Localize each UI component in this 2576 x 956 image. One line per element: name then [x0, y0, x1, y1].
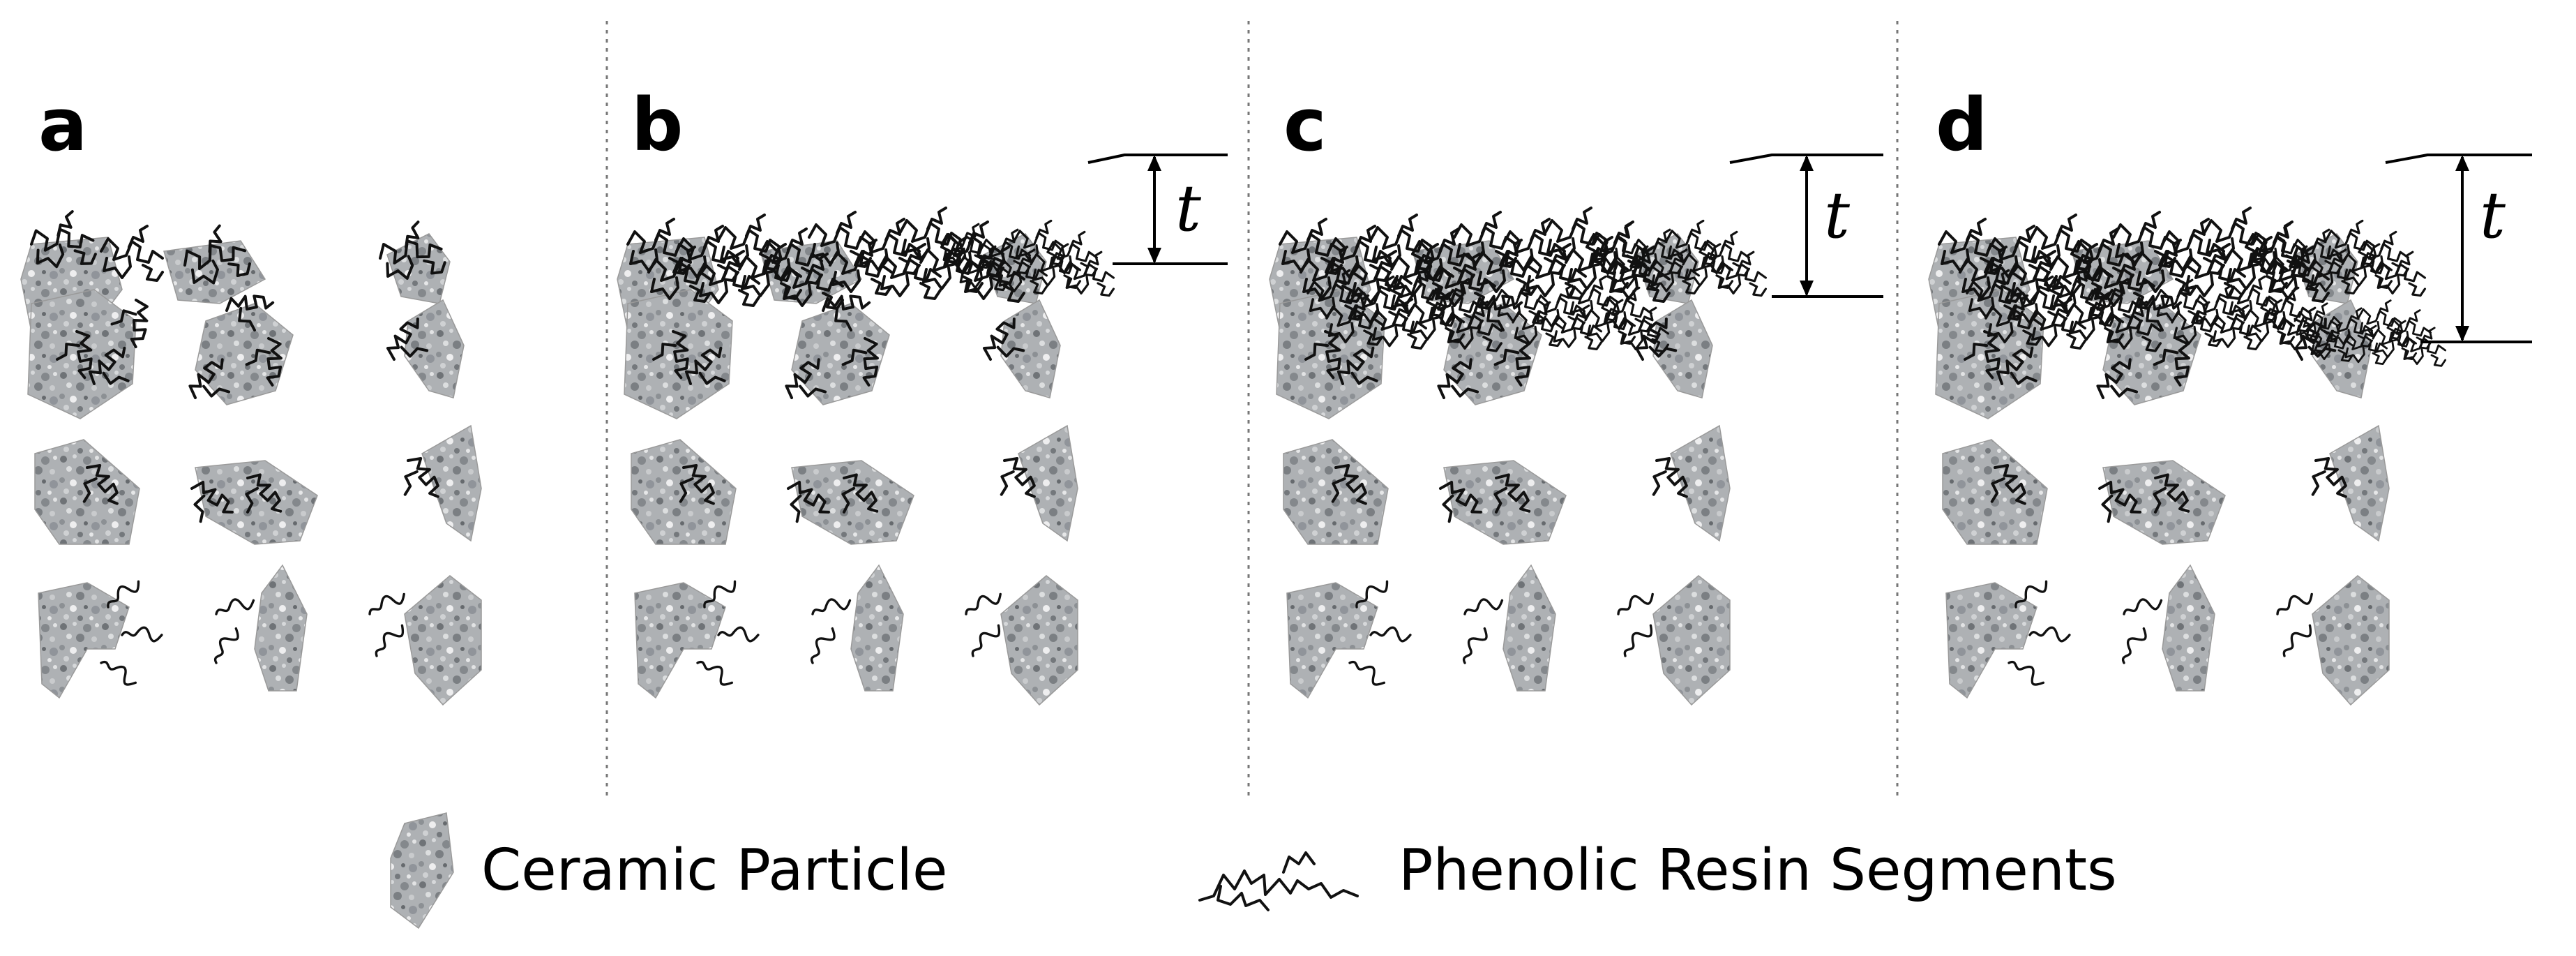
thickness-indicator-c	[1729, 154, 1883, 298]
panel-label-b: b	[631, 82, 683, 167]
thickness-label-d: t	[2480, 178, 2506, 253]
legend-particle-swatch	[390, 812, 454, 929]
panel-label-a: a	[38, 82, 87, 167]
panel-d	[1928, 208, 2446, 705]
thickness-indicator-d	[2385, 154, 2532, 343]
panel-label-d: d	[1936, 82, 1987, 167]
panel-a	[20, 207, 482, 705]
thickness-label-b: t	[1175, 171, 1202, 246]
legend: Ceramic Particle Phenolic Resin Segments	[390, 812, 2117, 929]
legend-particle-label: Ceramic Particle	[481, 837, 947, 904]
legend-resin-swatch	[1198, 851, 1359, 911]
panel-c	[1269, 208, 1765, 705]
thickness-label-c: t	[1824, 178, 1851, 253]
panel-b	[617, 208, 1113, 705]
legend-resin-label: Phenolic Resin Segments	[1399, 837, 2117, 904]
thickness-indicator-b	[1087, 154, 1228, 265]
panel-label-c: c	[1283, 82, 1327, 167]
